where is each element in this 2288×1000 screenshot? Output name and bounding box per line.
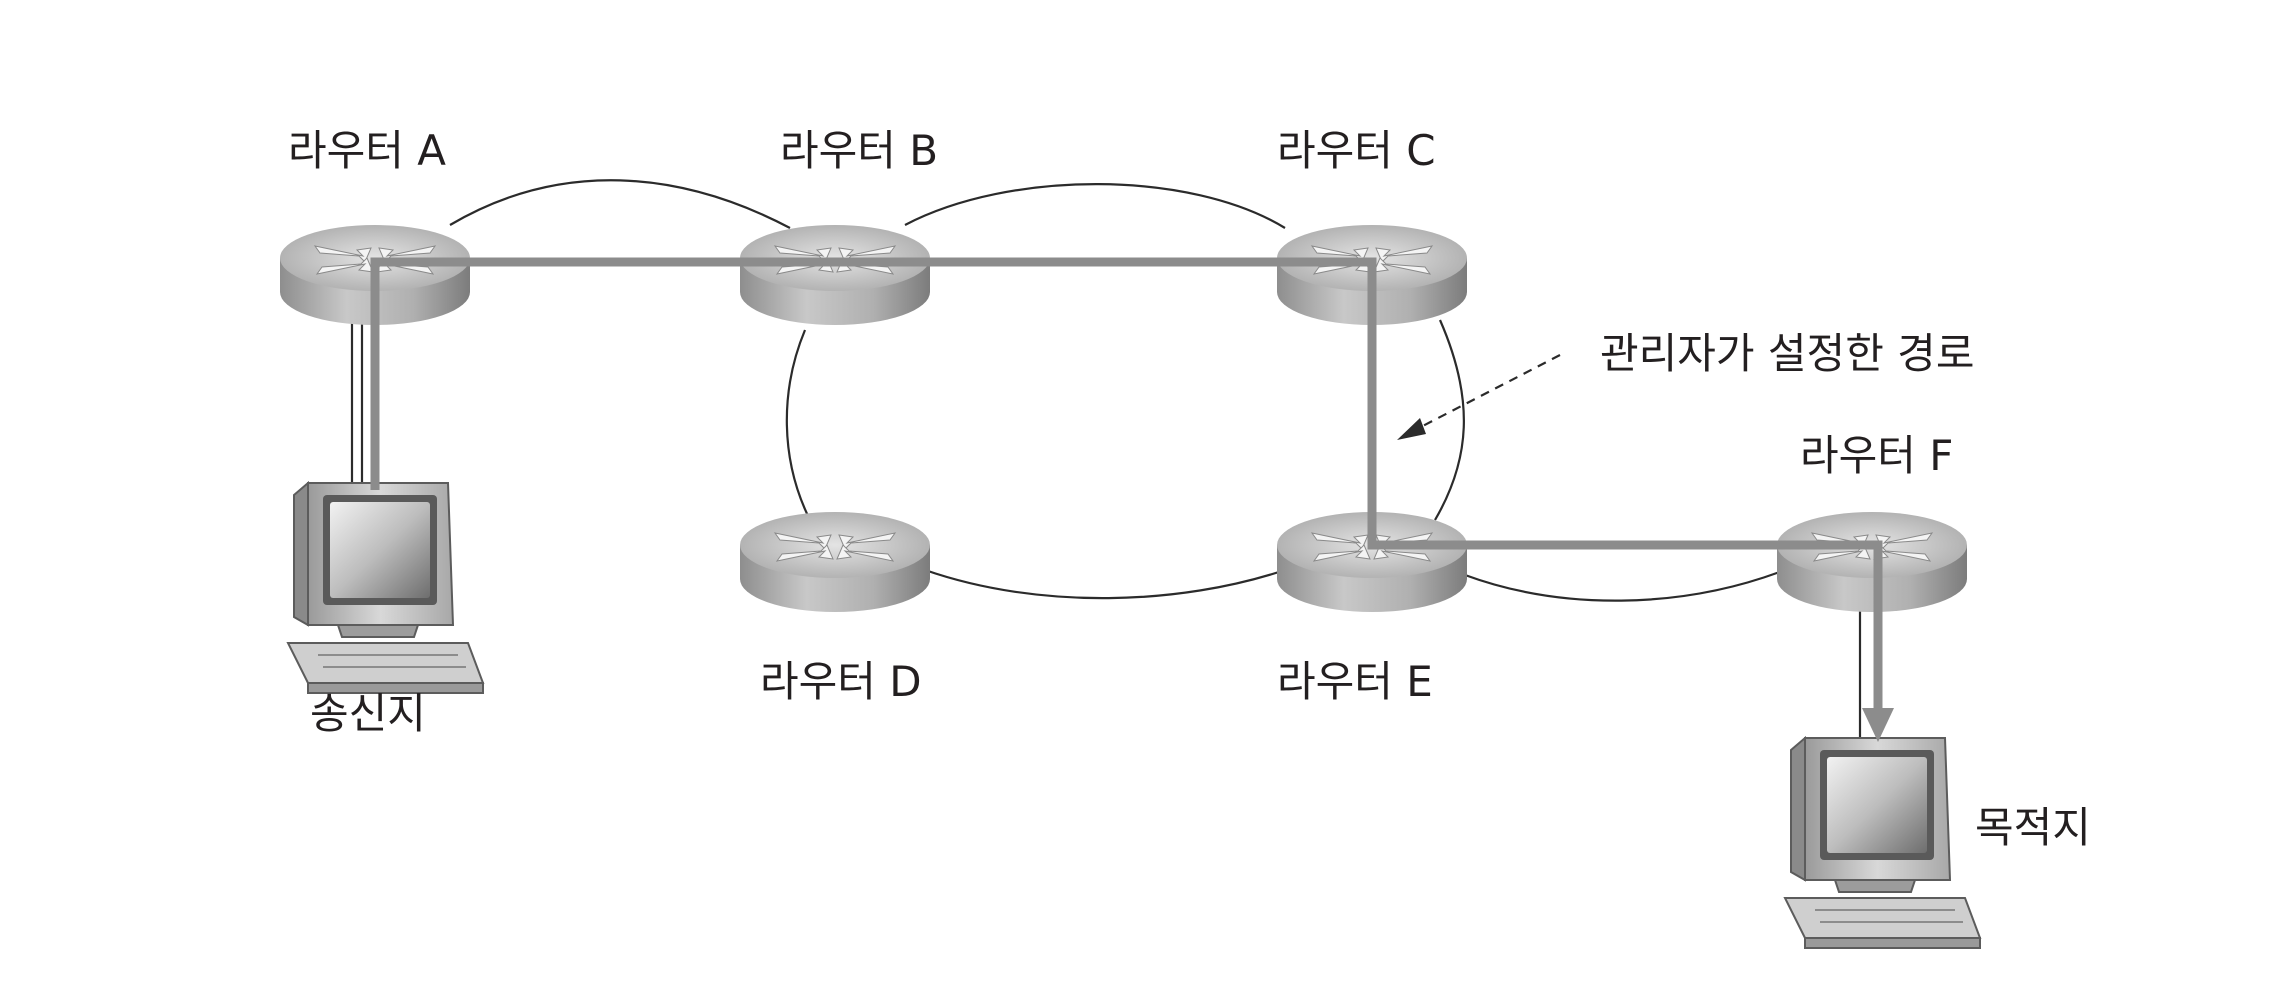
source-label: 송신지 (310, 689, 426, 738)
link-e-f (1464, 568, 1786, 602)
destination-computer (1784, 737, 1981, 949)
link-d-e (924, 568, 1286, 600)
router-c-label: 라우터 C (1277, 126, 1436, 175)
router-e-label: 라우터 E (1277, 657, 1433, 706)
route-arrowhead (1862, 708, 1894, 742)
router-d (739, 511, 931, 613)
annotation-pointer (1414, 354, 1561, 431)
route-annotation-label: 관리자가 설정한 경로 (1600, 329, 1974, 378)
link-a-b (449, 179, 791, 229)
router-b (739, 224, 931, 326)
router-b-label: 라우터 B (780, 126, 938, 175)
router-f (1776, 511, 1968, 613)
network-links (350, 179, 1862, 750)
router-f-label: 라우터 F (1800, 431, 1953, 480)
destination-label: 목적지 (1975, 803, 2091, 852)
source-computer (287, 482, 484, 694)
link-c-e (1434, 319, 1465, 521)
annotation-arrowhead (1397, 418, 1426, 440)
configured-route-path (370, 257, 1883, 712)
router-d-label: 라우터 D (760, 657, 922, 706)
link-b-d (785, 329, 811, 521)
router-a-label: 라우터 A (288, 126, 446, 175)
link-b-c (904, 183, 1286, 229)
